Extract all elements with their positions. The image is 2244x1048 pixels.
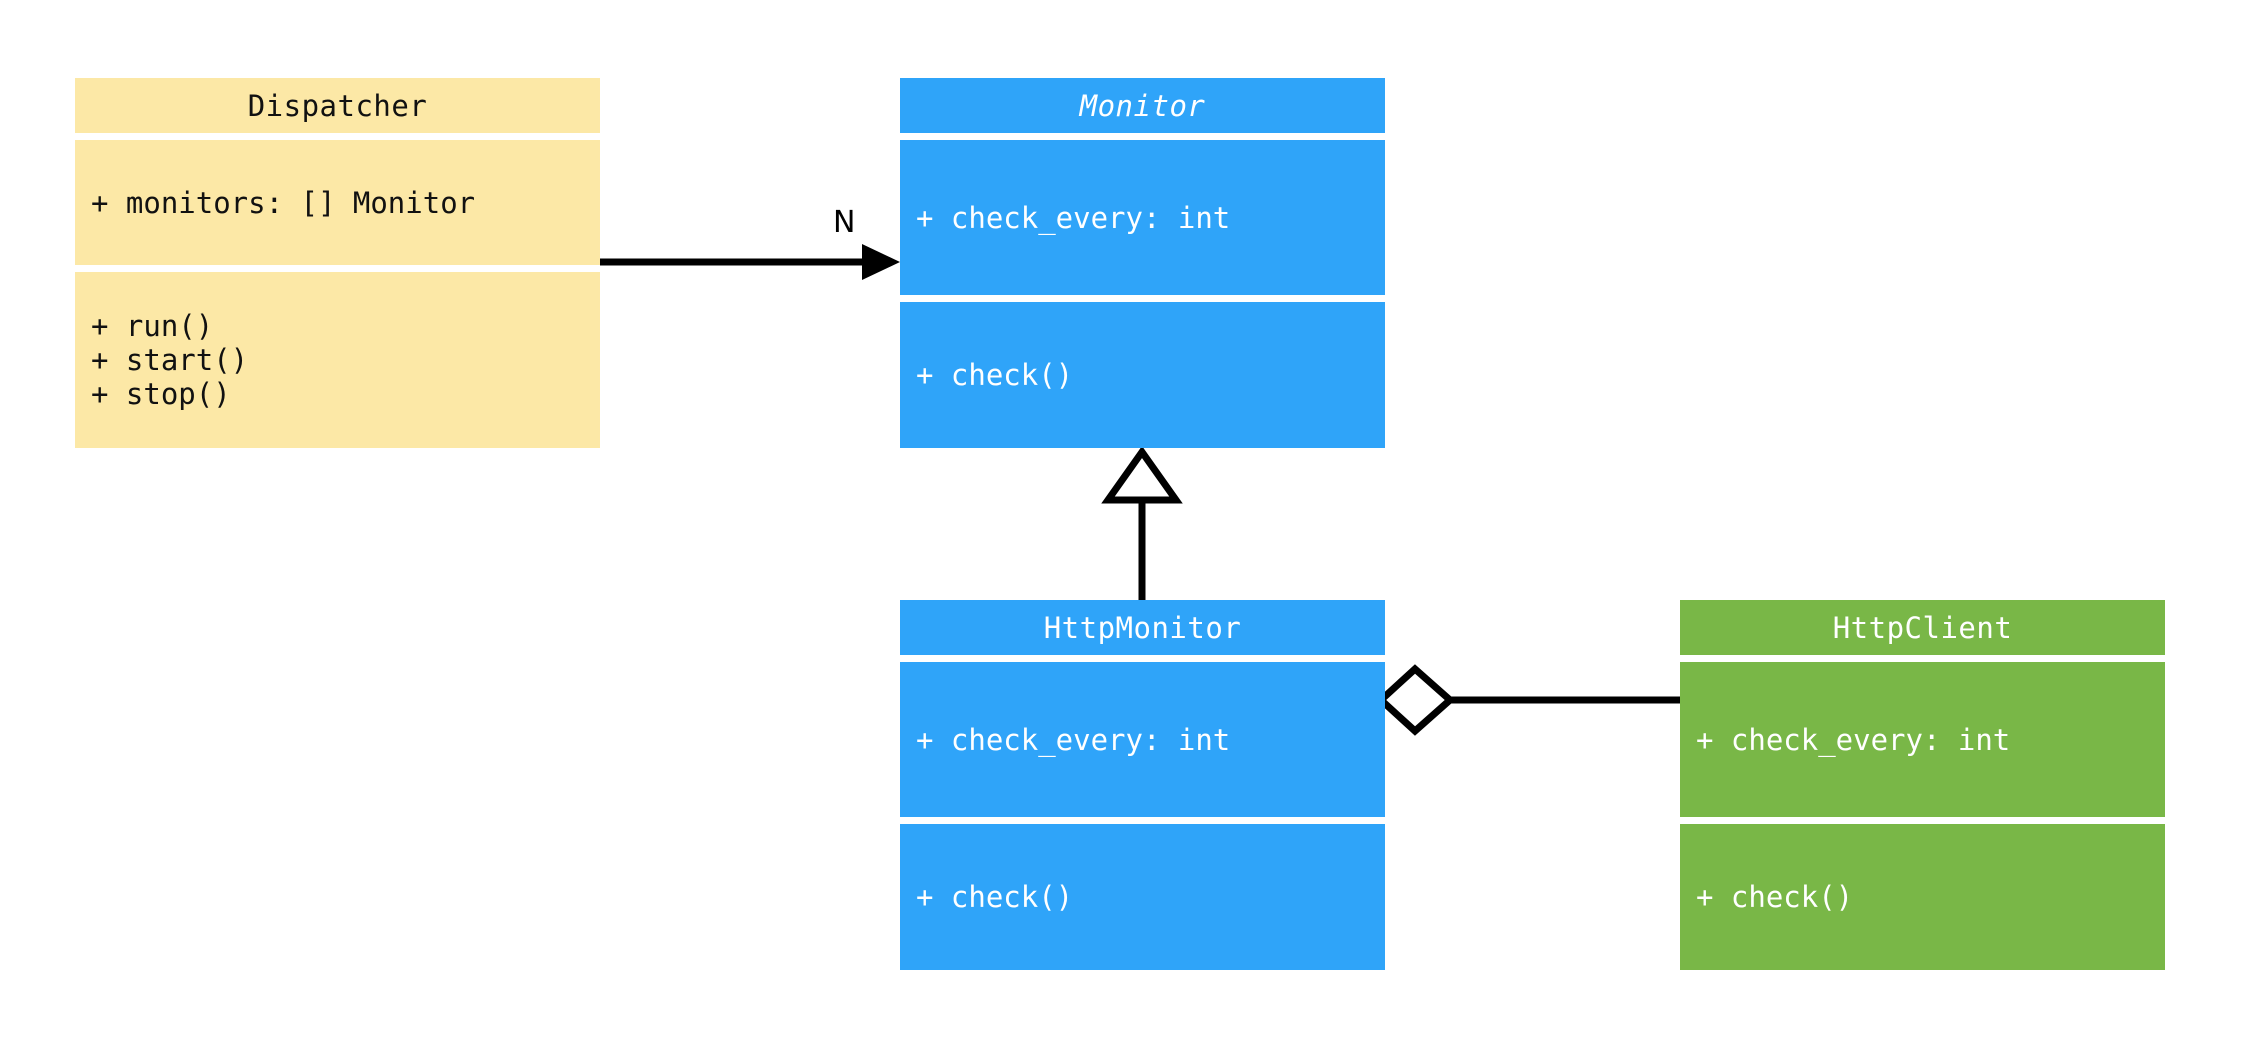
class-attributes-compartment: + check_every: int [1680,662,2165,817]
class-box-monitor[interactable]: Monitor + check_every: int + check() [900,78,1385,448]
generalization-httpmonitor-monitor [1101,445,1183,600]
class-methods-compartment: + check() [900,302,1385,448]
class-name-dispatcher: Dispatcher [247,88,428,123]
class-attributes-compartment: + monitors: [] Monitor [75,140,600,265]
class-box-dispatcher[interactable]: Dispatcher + monitors: [] Monitor + run(… [75,78,600,448]
aggregation-httpmonitor-httpclient [1375,664,1680,736]
class-box-httpclient[interactable]: HttpClient + check_every: int + check() [1680,600,2165,970]
class-methods-compartment: + check() [1680,824,2165,970]
method-row: + start() [91,343,249,377]
method-row: + check() [1696,880,1854,914]
attribute-row: + check_every: int [916,722,1231,757]
class-title-compartment: HttpMonitor [900,600,1385,655]
class-methods-compartment: + run() + start() + stop() [75,272,600,448]
method-row: + check() [916,358,1074,392]
class-title-compartment: Dispatcher [75,78,600,133]
class-name-httpclient: HttpClient [1832,610,2013,645]
class-title-compartment: Monitor [900,78,1385,133]
filled-triangle-arrowhead-icon [862,244,900,280]
hollow-diamond-icon [1375,664,1456,736]
method-row: + run() [91,309,214,343]
method-row: + stop() [91,377,231,411]
association-dispatcher-monitor [600,244,900,280]
attribute-row: + check_every: int [916,200,1231,235]
class-attributes-compartment: + check_every: int [900,140,1385,295]
attribute-row: + monitors: [] Monitor [91,185,476,220]
class-name-monitor: Monitor [1079,88,1206,123]
class-box-httpmonitor[interactable]: HttpMonitor + check_every: int + check() [900,600,1385,970]
hollow-triangle-arrowhead-icon [1101,445,1183,504]
class-name-httpmonitor: HttpMonitor [1043,610,1242,645]
attribute-row: + check_every: int [1696,722,2011,757]
class-attributes-compartment: + check_every: int [900,662,1385,817]
method-row: + check() [916,880,1074,914]
association-multiplicity-label: N [833,205,856,240]
class-methods-compartment: + check() [900,824,1385,970]
class-title-compartment: HttpClient [1680,600,2165,655]
